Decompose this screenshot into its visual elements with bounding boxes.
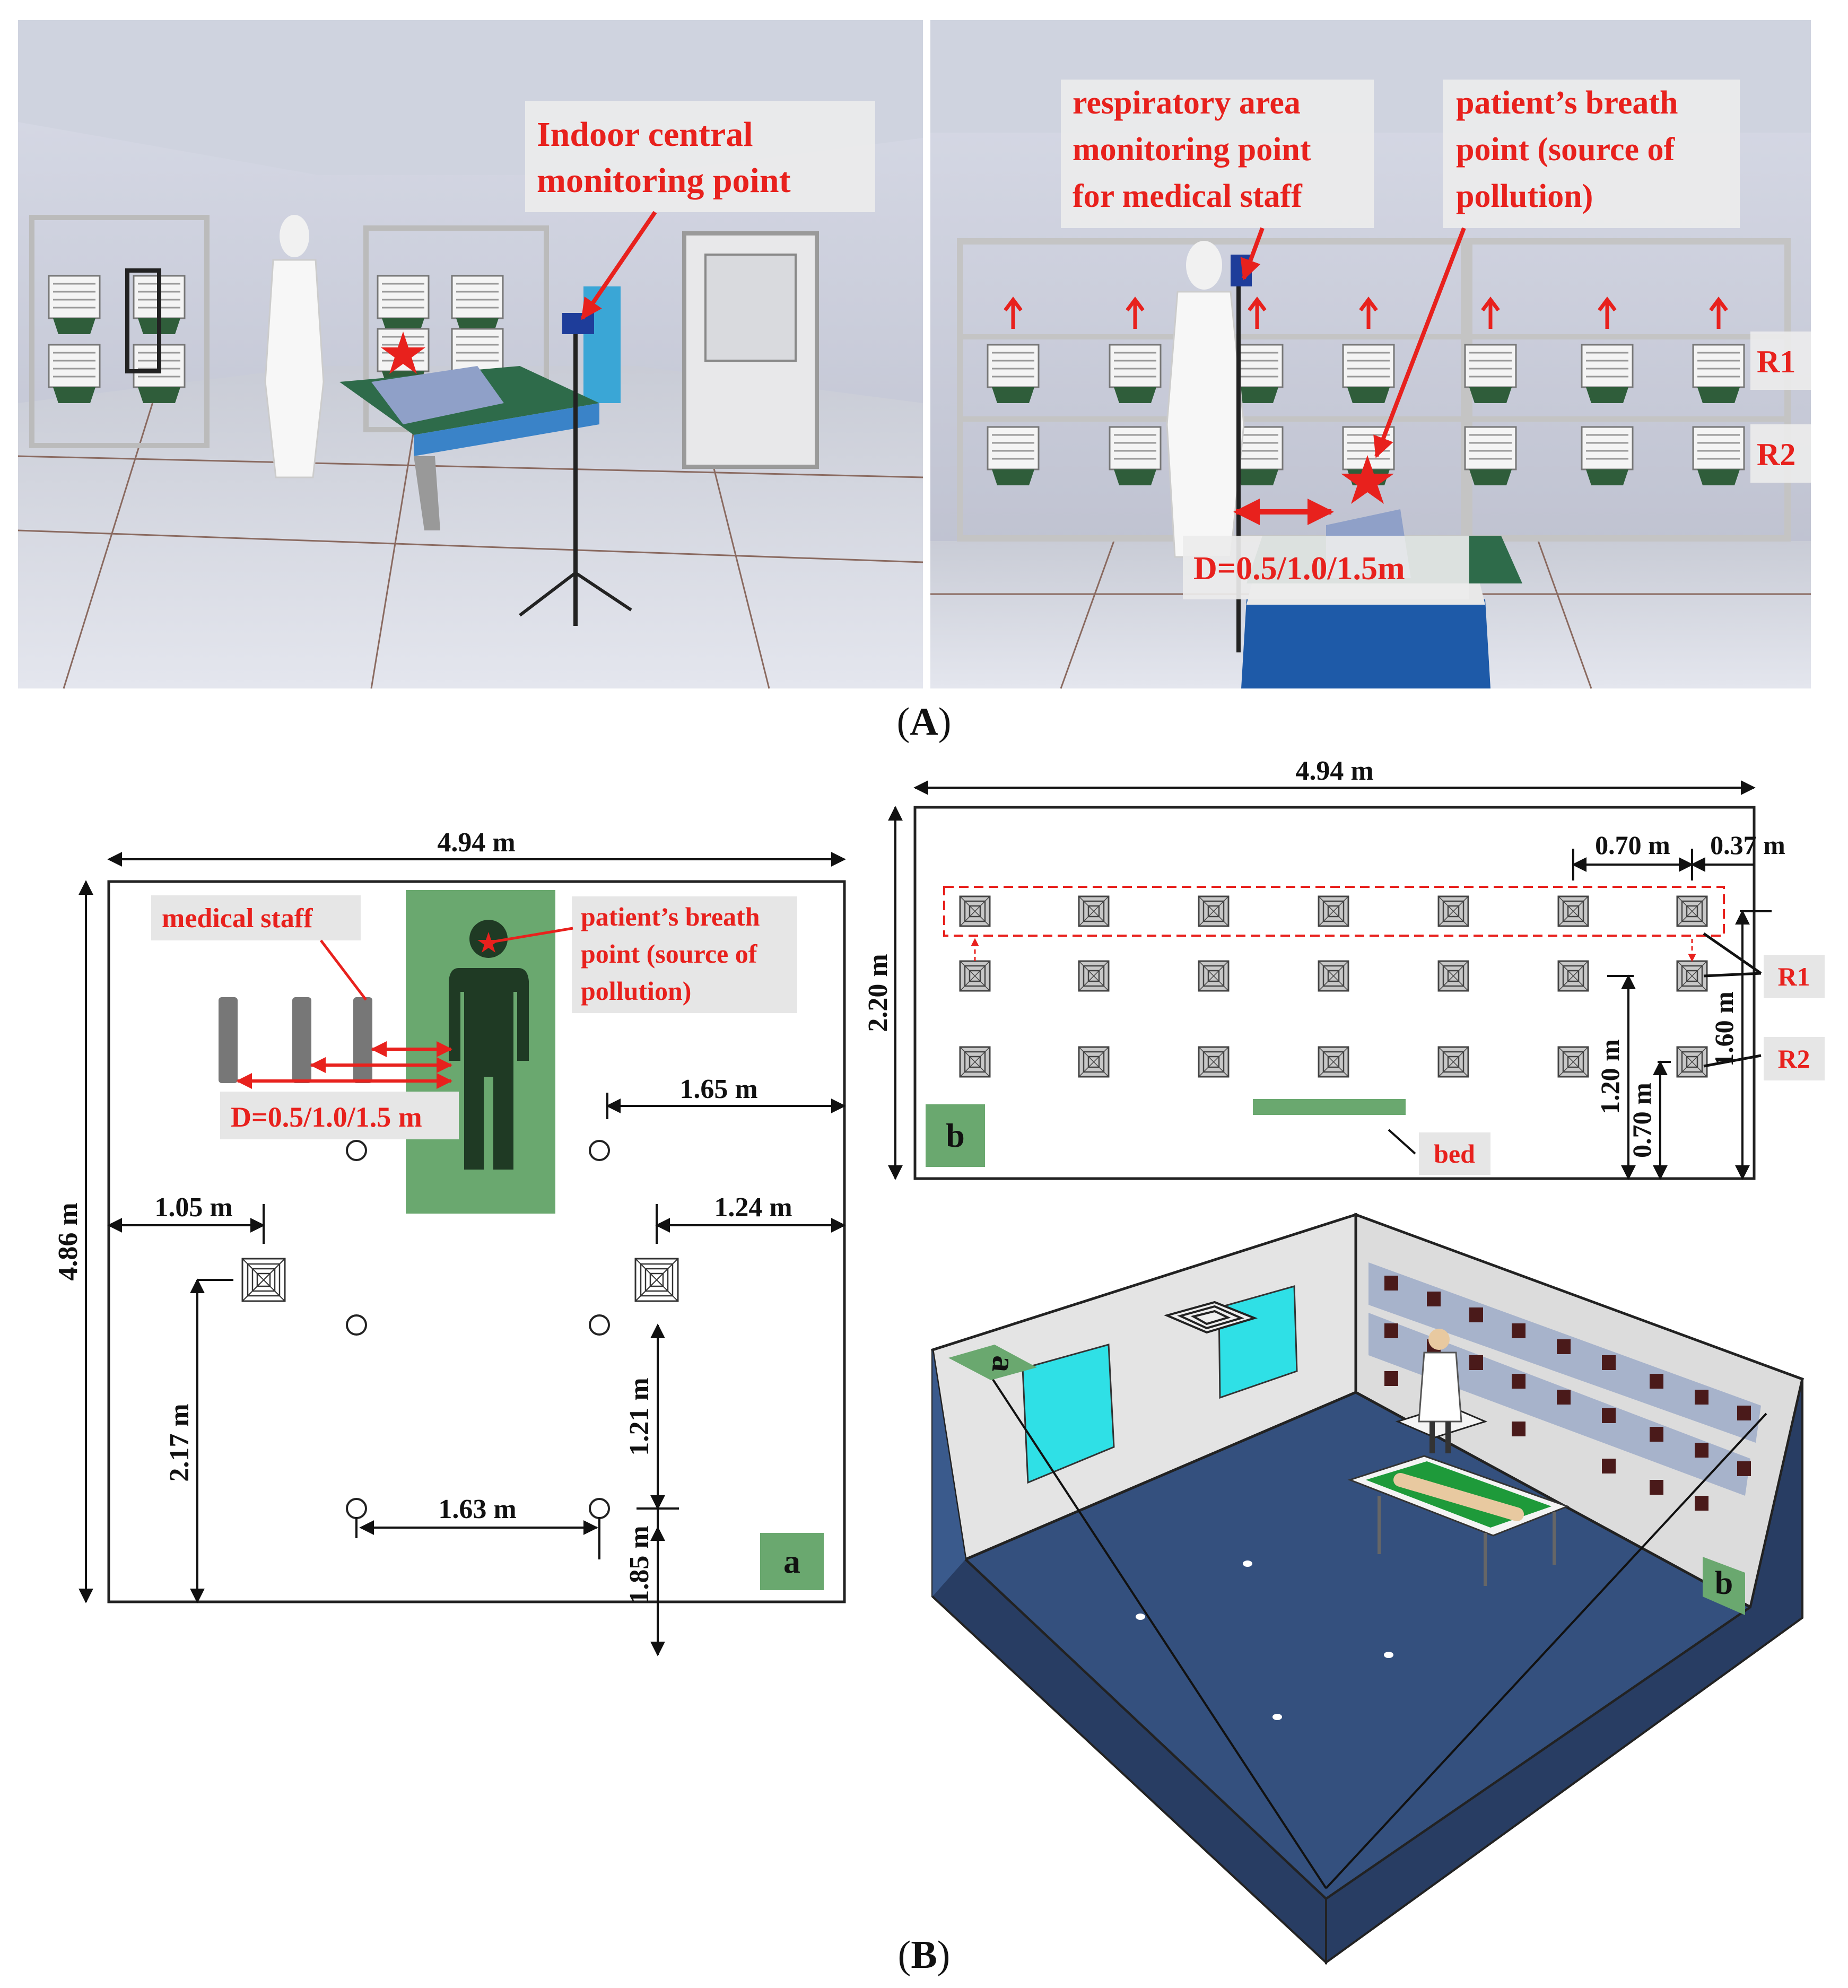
plan-dim-163: 1.63 m	[438, 1494, 516, 1524]
plan-dim-124: 1.24 m	[714, 1192, 792, 1223]
window-left	[1022, 1344, 1115, 1484]
caption-b: (B)	[898, 1933, 951, 1977]
photo-left: Indoor central monitoring point	[18, 20, 923, 689]
distance-label-plan: D=0.5/1.0/1.5 m	[231, 1101, 422, 1133]
plan-dim-217: 2.17 m	[164, 1403, 195, 1481]
bed-bar	[1253, 1099, 1406, 1115]
patient-point-label-1: patient’s breath	[1456, 85, 1678, 121]
wall-elevation-b: 4.94 m 2.20 m bed	[863, 756, 1825, 1180]
staff-point-label-3: for medical staff	[1073, 178, 1303, 214]
elev-dim-120: 1.20 m	[1595, 1039, 1625, 1114]
floor-monitoring-points	[346, 1140, 610, 1519]
elev-height-dim: 2.20 m	[863, 954, 893, 1032]
ceiling-vent-left	[241, 1258, 286, 1302]
airflow-arrows	[1004, 297, 1728, 329]
patient-point-star-icon	[1341, 455, 1394, 504]
central-point-label-1: Indoor central	[537, 115, 753, 154]
r1-highlight-box	[943, 886, 1725, 937]
elev-width-dim: 4.94 m	[1295, 756, 1373, 786]
staff-3d	[1418, 1329, 1462, 1453]
wall-vents-3d	[1384, 1276, 1751, 1511]
row-label-r1-photo: R1	[1757, 344, 1795, 379]
patient-point-arrow	[1373, 227, 1466, 458]
row-label-r2-photo: R2	[1757, 437, 1795, 472]
model-tag-a: a	[985, 1354, 1022, 1374]
row-label-r2-elev: R2	[1777, 1044, 1810, 1074]
staff-position-2	[292, 997, 311, 1083]
floor-points-3d	[1136, 1560, 1393, 1720]
plan-dim-165: 1.65 m	[679, 1074, 757, 1104]
patient-point-label-2: point (source of	[1456, 132, 1676, 168]
elev-dim-070-side: 0.70 m	[1627, 1083, 1657, 1158]
distance-label-photo: D=0.5/1.0/1.5m	[1193, 551, 1405, 587]
patient-point-label-3: pollution)	[1456, 178, 1593, 214]
breath-point-star-icon	[477, 932, 500, 953]
photo-right: respiratory area monitoring point for me…	[930, 20, 1811, 689]
central-point-star-icon	[381, 332, 425, 374]
patient-label-plan-3: pollution)	[581, 976, 691, 1006]
elev-dim-070-top: 0.70 m	[1595, 830, 1670, 860]
plan-width-dim: 4.94 m	[437, 827, 515, 858]
patient-label-plan-1: patient’s breath	[581, 902, 760, 931]
plan-dim-121: 1.21 m	[624, 1377, 655, 1455]
staff-position-3	[353, 997, 372, 1083]
central-point-label-2: monitoring point	[537, 161, 791, 200]
central-point-arrow	[580, 211, 657, 320]
caption-a: (A)	[897, 700, 952, 744]
staff-point-arrow	[1240, 227, 1265, 281]
plan-dim-105: 1.05 m	[154, 1192, 232, 1223]
plan-dim-185: 1.85 m	[624, 1525, 655, 1603]
plan-height-dim: 4.86 m	[53, 1202, 83, 1280]
patient-label-plan-2: point (source of	[581, 939, 758, 969]
room-3d-model: a b	[931, 1213, 1804, 1965]
staff-point-label-1: respiratory area	[1073, 85, 1301, 121]
ceiling-vent-right	[634, 1258, 679, 1302]
distance-arrows-plan	[236, 1041, 452, 1089]
row-label-r1-elev: R1	[1777, 962, 1810, 991]
staff-point-label-2: monitoring point	[1073, 132, 1311, 168]
ceiling-vent-3d	[1163, 1301, 1258, 1334]
elev-tag-b: b	[946, 1117, 965, 1154]
staff-label-plan: medical staff	[162, 903, 313, 934]
staff-position-1	[219, 997, 238, 1083]
elev-dim-160: 1.60 m	[1709, 991, 1739, 1067]
elev-dim-037: 0.37 m	[1710, 830, 1785, 860]
floor-plan-a: 4.94 m 4.86 m D=0.5/1.0/1.5 m medical st…	[53, 827, 846, 1656]
model-tag-b: b	[1715, 1565, 1733, 1601]
plan-tag-a: a	[783, 1542, 800, 1580]
bed-label: bed	[1434, 1139, 1475, 1169]
